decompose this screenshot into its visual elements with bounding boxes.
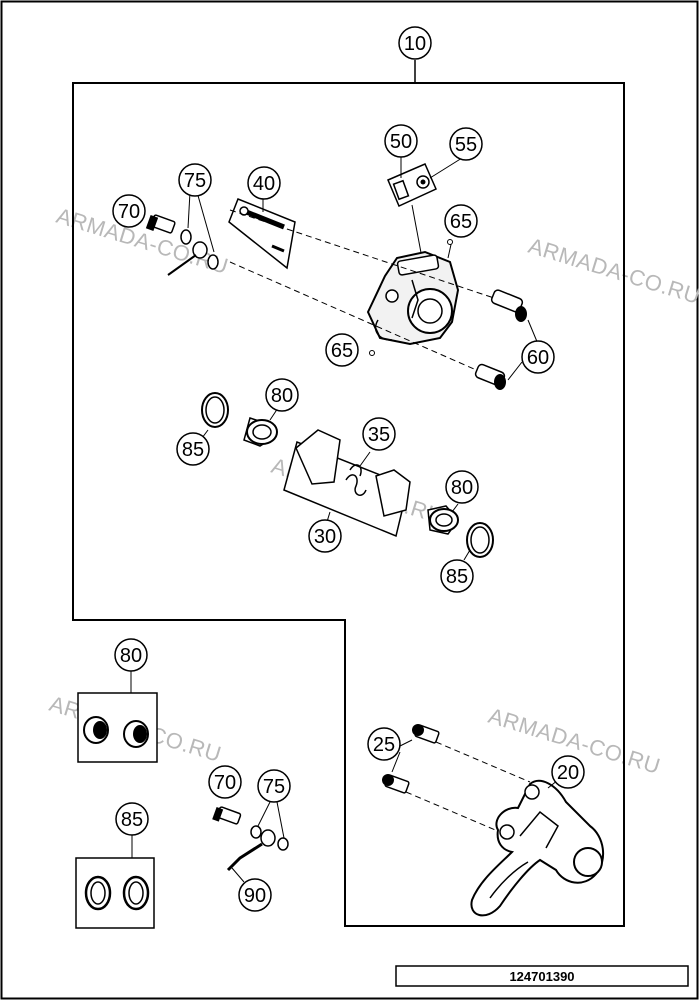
brake-pad-set: [283, 429, 411, 538]
callout-25: 25: [367, 727, 401, 761]
callout-30: 30: [308, 519, 342, 553]
callout-40: 40: [247, 166, 281, 200]
banjo-bolt-top: [145, 191, 219, 276]
callout-75: 75: [178, 163, 212, 197]
svg-text:70: 70: [118, 201, 140, 223]
svg-text:60: 60: [527, 347, 549, 369]
caliper-body: [366, 239, 460, 356]
svg-text:55: 55: [455, 134, 477, 156]
svg-text:85: 85: [182, 439, 204, 461]
seal-and-piston-right: [427, 503, 494, 561]
svg-text:80: 80: [271, 385, 293, 407]
svg-text:90: 90: [244, 885, 266, 907]
piston-kit-box: [77, 670, 158, 763]
svg-text:35: 35: [368, 424, 390, 446]
callouts: 10 50 55 75 40 70 65 65 60 80 85 35 80 3…: [112, 26, 585, 912]
seal-and-piston-left: [201, 392, 279, 447]
svg-text:10: 10: [404, 33, 426, 55]
svg-text:70: 70: [214, 772, 236, 794]
caliper-bracket: [470, 779, 605, 917]
callout-55: 55: [449, 127, 483, 161]
svg-text:20: 20: [557, 762, 579, 784]
svg-text:85: 85: [121, 809, 143, 831]
callout-35: 35: [362, 417, 396, 451]
callout-80: 80: [114, 638, 148, 672]
svg-text:85: 85: [446, 566, 468, 588]
watermark: ARMADA-CO.RU: [526, 233, 699, 309]
callout-80: 80: [265, 378, 299, 412]
svg-text:65: 65: [331, 340, 353, 362]
caliper-assembly-outline: [72, 82, 625, 927]
callout-70: 70: [112, 194, 146, 228]
svg-text:40: 40: [253, 173, 275, 195]
callout-10: 10: [398, 26, 432, 60]
svg-text:50: 50: [390, 131, 412, 153]
svg-text:75: 75: [184, 170, 206, 192]
callout-85: 85: [176, 432, 210, 466]
bracket-axis-lines: [405, 741, 531, 833]
pin-kit-group: [228, 196, 296, 270]
svg-text:75: 75: [263, 776, 285, 798]
callout-50: 50: [384, 124, 418, 158]
svg-text:25: 25: [373, 734, 395, 756]
svg-text:80: 80: [451, 477, 473, 499]
callout-70: 70: [208, 765, 242, 799]
callout-85: 85: [440, 559, 474, 593]
callout-20: 20: [551, 755, 585, 789]
callout-75: 75: [257, 769, 291, 803]
callout-65: 65: [325, 333, 359, 367]
drawing-number-box: 124701390: [395, 965, 689, 987]
bleeder-kit-group: [387, 156, 463, 259]
assembly-axis-lines: [229, 209, 501, 377]
svg-text:30: 30: [314, 526, 336, 548]
svg-text:80: 80: [120, 645, 142, 667]
banjo-bolt-bottom: [212, 801, 289, 883]
mounting-bolts: [382, 724, 440, 794]
callout-85: 85: [115, 802, 149, 836]
callout-90: 90: [238, 878, 272, 912]
callout-80: 80: [445, 470, 479, 504]
guide-sleeves: [474, 289, 539, 390]
callout-60: 60: [521, 340, 555, 374]
svg-text:65: 65: [450, 211, 472, 233]
callout-65: 65: [444, 204, 478, 238]
seal-kit-box: [75, 834, 155, 929]
drawing-number: 124701390: [509, 969, 574, 984]
